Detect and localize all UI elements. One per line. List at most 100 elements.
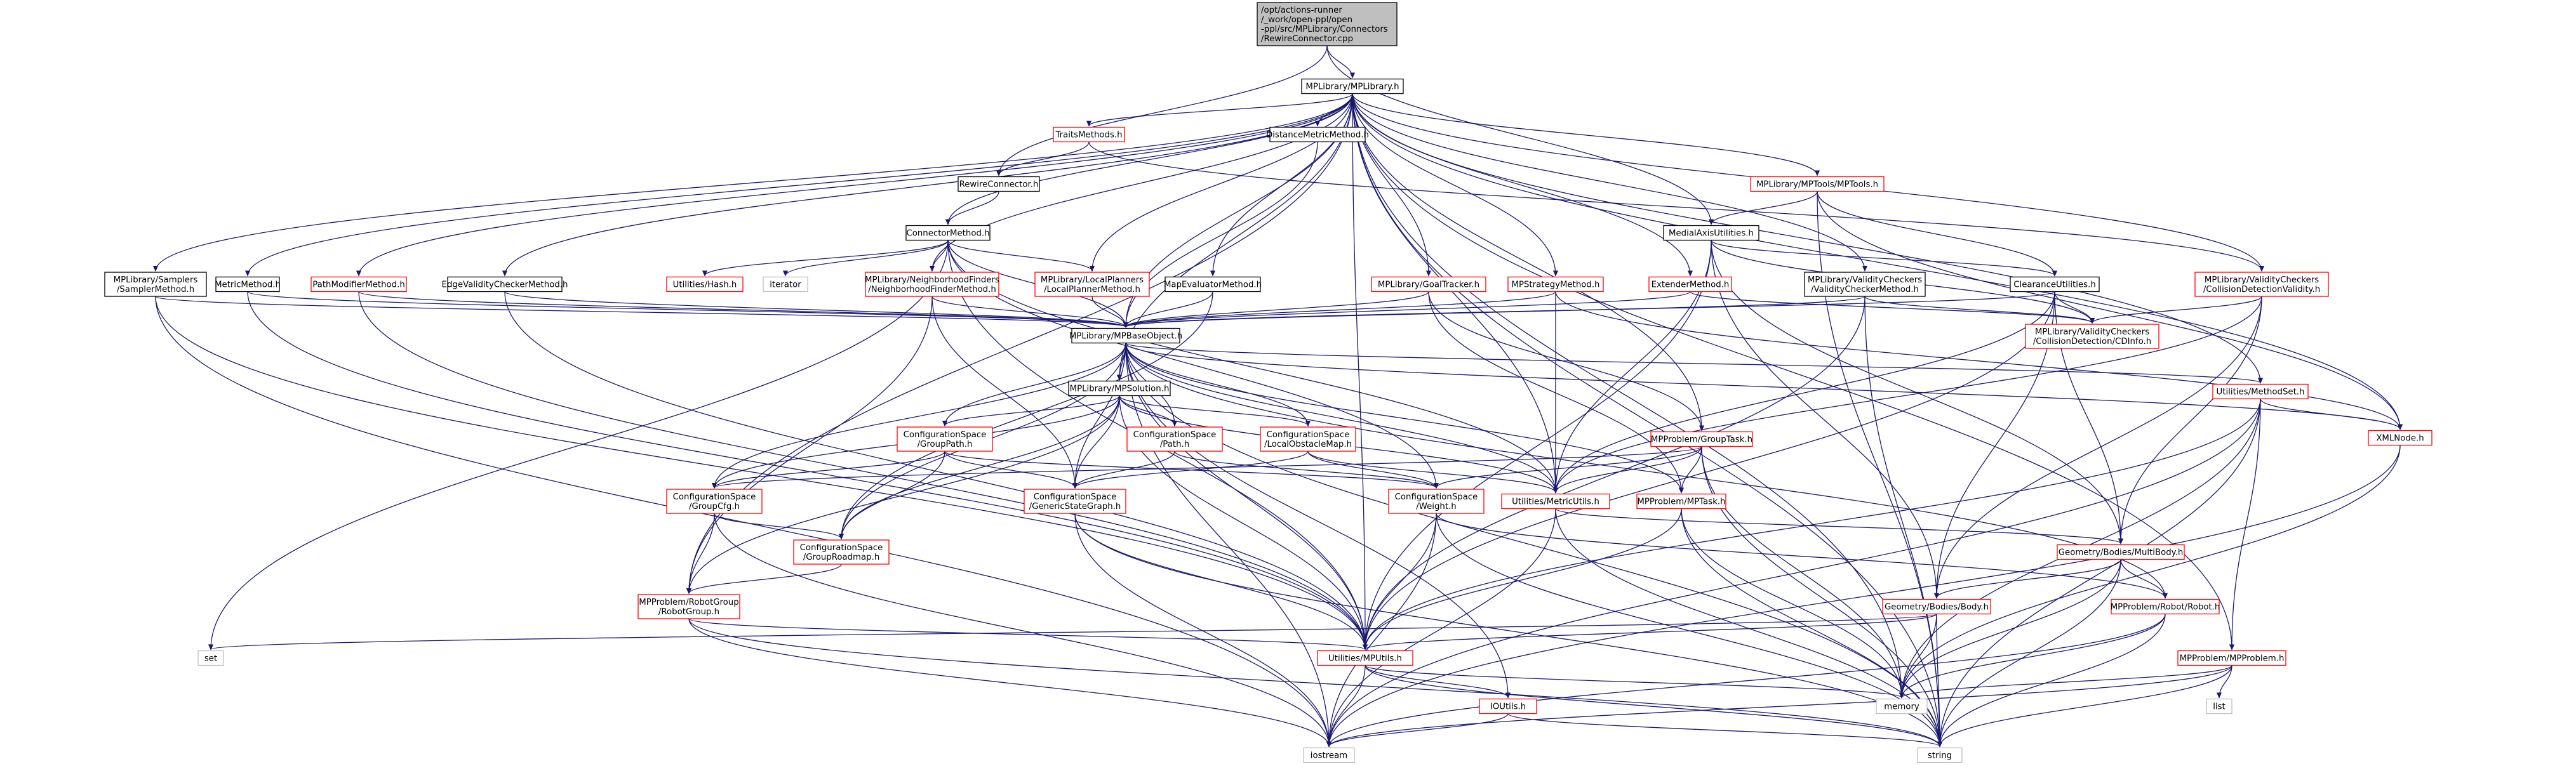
edge-groupcfg-to-grouproadmap (714, 513, 841, 539)
edge-mplibrary-to-xmlnode (1352, 93, 2400, 430)
edge-mpbaseobject-to-xmlnode (1125, 343, 2400, 430)
node-genericstategraph[interactable]: ConfigurationSpace/GenericStateGraph.h (1024, 489, 1126, 514)
node-distancemetricmethod[interactable]: DistanceMetricMethod.h (1266, 126, 1369, 143)
node-rewireconnector[interactable]: RewireConnector.h (958, 176, 1040, 192)
node-localplannermethod[interactable]: MPLibrary/LocalPlanners/LocalPlannerMeth… (1034, 272, 1150, 297)
node-multibody[interactable]: Geometry/Bodies/MultiBody.h (2057, 544, 2185, 560)
node-connectormethod[interactable]: ConnectorMethod.h (905, 225, 991, 241)
node-set[interactable]: set (197, 650, 224, 666)
edge-localobstaclemap-to-weight (1307, 451, 1436, 488)
edge-mptask-to-mputils (1365, 508, 1682, 650)
edge-arrow (1307, 451, 1436, 488)
node-box (2025, 324, 2159, 349)
node-mplibrary[interactable]: MPLibrary/MPLibrary.h (1301, 78, 1404, 95)
node-label: /opt/actions-runner (1261, 6, 1342, 15)
node-samplermethod[interactable]: MPLibrary/Samplers/SamplerMethod.h (104, 272, 207, 297)
node-methodset[interactable]: Utilities/MethodSet.h (2212, 383, 2309, 400)
node-metricutils[interactable]: Utilities/MetricUtils.h (1501, 493, 1610, 510)
edge-arrow (1902, 664, 2232, 698)
edge-arrow (358, 291, 1365, 650)
node-box (1371, 276, 1486, 293)
edge-arrow (1937, 296, 2262, 598)
edge-methodset-to-mputils (1365, 399, 2261, 650)
edge-mplibrary-to-validitycheckermethod (1352, 93, 1865, 272)
node-list[interactable]: list (2206, 698, 2232, 715)
node-ioutils[interactable]: IOUtils.h (1479, 698, 1537, 715)
node-grouptask[interactable]: MPProblem/GroupTask.h (1650, 431, 1753, 447)
node-metricmethod[interactable]: MetricMethod.h (215, 276, 281, 293)
node-label: MPLibrary/GoalTracker.h (1378, 280, 1479, 290)
node-utilitieshash[interactable]: Utilities/Hash.h (666, 276, 744, 293)
edge-ioutils-to-iostream (1329, 713, 1509, 747)
edge-mpstrategymethod-to-mpbaseobject (1126, 291, 1556, 327)
edge-mpproblem-to-list (2219, 665, 2232, 698)
node-clearanceutilities[interactable]: ClearanceUtilities.h (2010, 276, 2100, 293)
node-medialaxisutilities[interactable]: MedialAxisUtilities.h (1663, 225, 1759, 241)
node-label: /Weight.h (1416, 502, 1456, 511)
node-cdinfo[interactable]: MPLibrary/ValidityCheckers/CollisionDete… (2025, 324, 2159, 349)
edge-arrow (841, 291, 1213, 539)
edge-arrow (1352, 93, 1940, 747)
edge-groupcfg-to-iostream (714, 513, 1329, 747)
node-memory[interactable]: memory (1876, 698, 1928, 715)
edge-arrow (1817, 191, 2400, 430)
node-mptools[interactable]: MPLibrary/MPTools/MPTools.h (1750, 176, 1885, 192)
node-validitycheckermethod[interactable]: MPLibrary/ValidityCheckers/ValidityCheck… (1804, 272, 1926, 297)
edge-arrow (1307, 451, 1556, 493)
node-box (1126, 426, 1223, 452)
edge-mpsolution-to-localobstaclemap (1119, 395, 1308, 426)
node-label: ConfigurationSpace (1395, 492, 1478, 502)
node-grouppath[interactable]: ConfigurationSpace/GroupPath.h (897, 426, 993, 452)
node-mpsolution[interactable]: MPLibrary/MPSolution.h (1068, 380, 1171, 397)
edge-arrow (1126, 291, 2055, 327)
node-collisiondetectionvalidity[interactable]: MPLibrary/ValidityCheckers/CollisionDete… (2194, 272, 2329, 297)
edge-arrow (1902, 445, 2401, 698)
edge-mputils-to-string (1365, 665, 1940, 747)
node-edgevaliditycheckermethod[interactable]: EdgeValidityCheckerMethod.h (442, 276, 568, 293)
edge-arrow (841, 451, 945, 539)
edge-arrow (689, 395, 1120, 594)
edge-mpbaseobject-to-genericstategraph (1075, 343, 1126, 489)
node-localobstaclemap[interactable]: ConfigurationSpace/LocalObstacleMap.h (1260, 426, 1356, 452)
node-mpbaseobject[interactable]: MPLibrary/MPBaseObject.h (1069, 327, 1182, 344)
edge-arrow (1428, 291, 1681, 493)
edge-clearanceutilities-to-mputils (1365, 291, 2055, 650)
node-mptask[interactable]: MPProblem/MPTask.h (1636, 493, 1726, 510)
node-robot[interactable]: MPProblem/Robot/Robot.h (2111, 598, 2220, 615)
node-box (2057, 544, 2185, 560)
node-string[interactable]: string (1917, 747, 1963, 763)
node-neighborhoodfindermethod[interactable]: MPLibrary/NeighborhoodFinders/Neighborho… (865, 272, 999, 297)
node-mapevaluatormethod[interactable]: MapEvaluatorMethod.h (1164, 276, 1262, 293)
node-extendermethod[interactable]: ExtenderMethod.h (1648, 276, 1732, 293)
node-box (104, 272, 207, 297)
node-groupcfg[interactable]: ConfigurationSpace/GroupCfg.h (666, 489, 763, 514)
node-box (793, 539, 890, 565)
edge-arrow (1940, 399, 2261, 747)
edge-mpstrategymethod-to-xmlnode (1555, 291, 2400, 430)
edge-mpbaseobject-to-grouppath (945, 343, 1126, 426)
edge-collisiondetectionvalidity-to-multibody (2121, 296, 2262, 544)
node-mpproblem[interactable]: MPProblem/MPProblem.h (2177, 650, 2286, 666)
node-mputils[interactable]: Utilities/MPUtils.h (1317, 650, 1413, 666)
node-label: /CollisionDetection/CDInfo.h (2033, 337, 2151, 346)
node-traitsmethods[interactable]: TraitsMethods.h (1053, 126, 1125, 143)
edge-cspath-to-genericstategraph (1075, 451, 1175, 488)
node-xmlnode[interactable]: XMLNode.h (2368, 430, 2433, 446)
edge-extendermethod-to-cdinfo (1690, 291, 2092, 324)
edge-arrow (1352, 93, 1365, 650)
edge-arrow (1936, 614, 1940, 747)
edge-grouptask-to-weight (1436, 446, 1702, 489)
node-box (1507, 276, 1604, 293)
node-pathmodifiermethod[interactable]: PathModifierMethod.h (310, 276, 407, 293)
node-robotgroup[interactable]: MPProblem/RobotGroup/RobotGroup.h (637, 594, 740, 619)
node-weight[interactable]: ConfigurationSpace/Weight.h (1388, 489, 1485, 514)
node-label: iostream (1311, 751, 1347, 761)
edge-root-to-medialaxisutilities (1326, 45, 1711, 225)
node-cspath[interactable]: ConfigurationSpace/Path.h (1126, 426, 1223, 452)
node-body[interactable]: Geometry/Bodies/Body.h (1882, 598, 1991, 615)
node-mpstrategymethod[interactable]: MPStrategyMethod.h (1507, 276, 1604, 293)
node-iterator[interactable]: iterator (763, 276, 808, 293)
node-grouproadmap[interactable]: ConfigurationSpace/GroupRoadmap.h (793, 539, 890, 565)
node-iostream[interactable]: iostream (1303, 747, 1355, 763)
node-goaltracker[interactable]: MPLibrary/GoalTracker.h (1371, 276, 1486, 293)
